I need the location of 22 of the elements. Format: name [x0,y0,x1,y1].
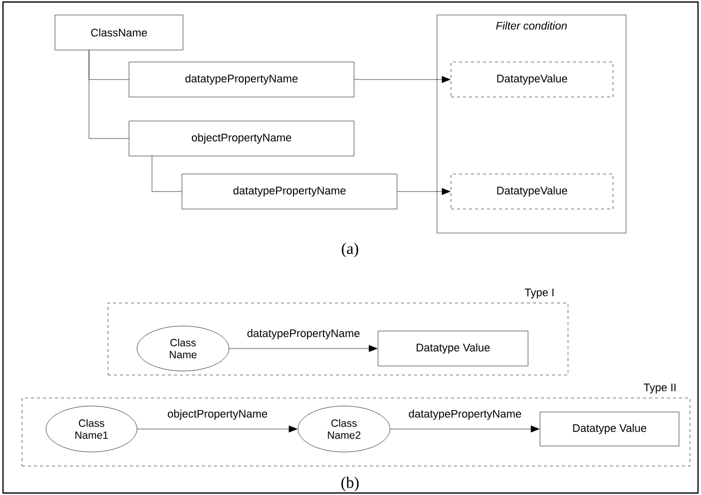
property-box: datatypePropertyName [182,174,398,210]
node-label: Type I [524,288,554,298]
arrow [137,426,298,432]
caption: (b) [341,476,359,492]
edge-label: datatypePropertyName [247,329,360,340]
edge-label: datatypePropertyName [408,410,522,420]
tree-connector [88,50,129,139]
caption: (a) [342,242,358,258]
tree-connector [152,156,182,192]
arrow [397,188,450,195]
value-box: DatatypeValue [450,174,614,210]
arrow [229,345,378,352]
arrow [354,76,450,83]
value-box: Datatype Value [540,412,680,446]
class-box: ClassName [54,14,184,50]
value-box: Datatype Value [378,330,528,366]
edge-label: objectPropertyName [168,410,268,420]
arrow [390,426,540,432]
node-label: Type II [644,384,676,394]
property-box: datatypePropertyName [128,62,354,98]
property-box: objectPropertyName [128,120,354,156]
value-box: DatatypeValue [450,62,614,98]
